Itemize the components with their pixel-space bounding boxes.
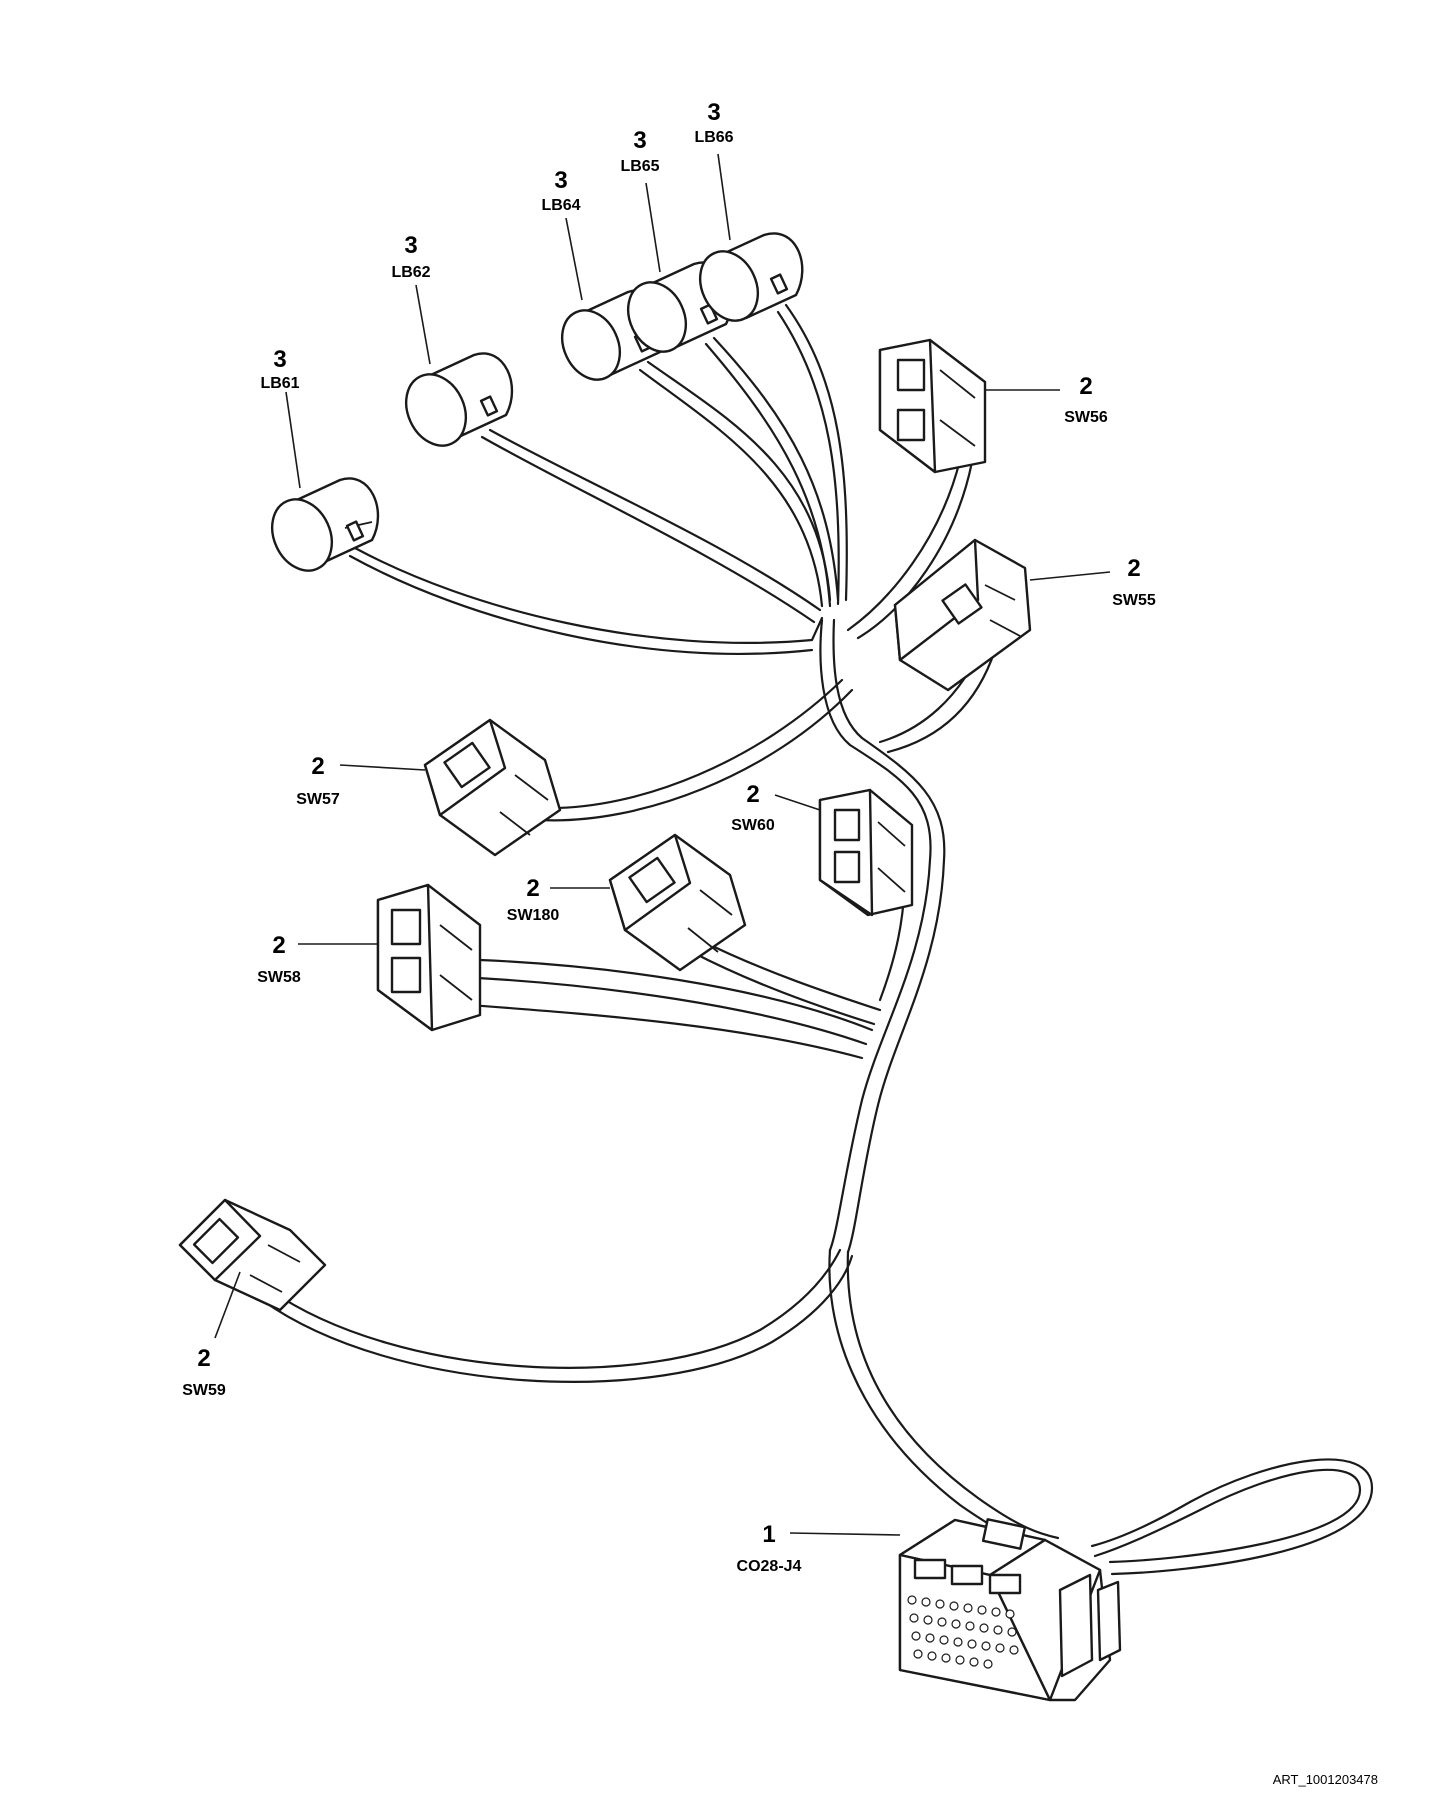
callout-sw60-num: 2	[746, 781, 759, 808]
callout-co28-ref: CO28-J4	[737, 1558, 802, 1575]
harness-wires	[260, 303, 1374, 1576]
art-id: ART_1001203478	[1272, 1772, 1378, 1787]
connector-sw180	[608, 833, 747, 972]
callout-lb62-num: 3	[404, 232, 417, 259]
leader-lines	[214, 153, 1111, 1536]
callout-sw180-num: 2	[526, 875, 539, 902]
callout-co28-num: 1	[762, 1521, 775, 1548]
callout-lb64-num: 3	[554, 167, 567, 194]
connector-co28-j4	[898, 1518, 1122, 1702]
callout-lb66-ref: LB66	[694, 129, 733, 146]
callout-sw60-ref: SW60	[731, 817, 775, 834]
callout-lb65-num: 3	[633, 127, 646, 154]
callout-lb61-num: 3	[273, 346, 286, 373]
callout-lb66-num: 3	[707, 99, 720, 126]
callout-labels: 3 LB61 3 LB62 3 LB64 3 LB65 3 LB66 2 SW5…	[182, 99, 1156, 1575]
callout-sw57-ref: SW57	[296, 791, 340, 808]
callout-sw59-ref: SW59	[182, 1382, 226, 1399]
connector-sw57	[423, 718, 562, 857]
callout-lb64-ref: LB64	[541, 197, 580, 214]
callout-sw55-ref: SW55	[1112, 592, 1156, 609]
callout-lb65-ref: LB65	[620, 158, 659, 175]
connector-sw58	[376, 883, 482, 1032]
callout-sw59-num: 2	[197, 1345, 210, 1372]
callout-lb62-ref: LB62	[391, 264, 430, 281]
connector-sw59	[178, 1198, 327, 1312]
callout-sw56-num: 2	[1079, 373, 1092, 400]
ferrule-lb62	[404, 352, 514, 447]
callout-sw55-num: 2	[1127, 555, 1140, 582]
callout-sw57-num: 2	[311, 753, 324, 780]
callout-sw56-ref: SW56	[1064, 409, 1108, 426]
callout-sw58-num: 2	[272, 932, 285, 959]
connector-sw55	[893, 538, 1032, 692]
callout-lb61-ref: LB61	[260, 375, 299, 392]
ferrule-lb66	[698, 232, 804, 322]
callout-sw180-ref: SW180	[507, 907, 560, 924]
ferrule-lb61	[270, 477, 380, 572]
callout-sw58-ref: SW58	[257, 969, 301, 986]
connector-sw60	[818, 788, 914, 917]
connector-sw56	[878, 338, 987, 474]
connector-pins	[907, 1595, 1019, 1669]
